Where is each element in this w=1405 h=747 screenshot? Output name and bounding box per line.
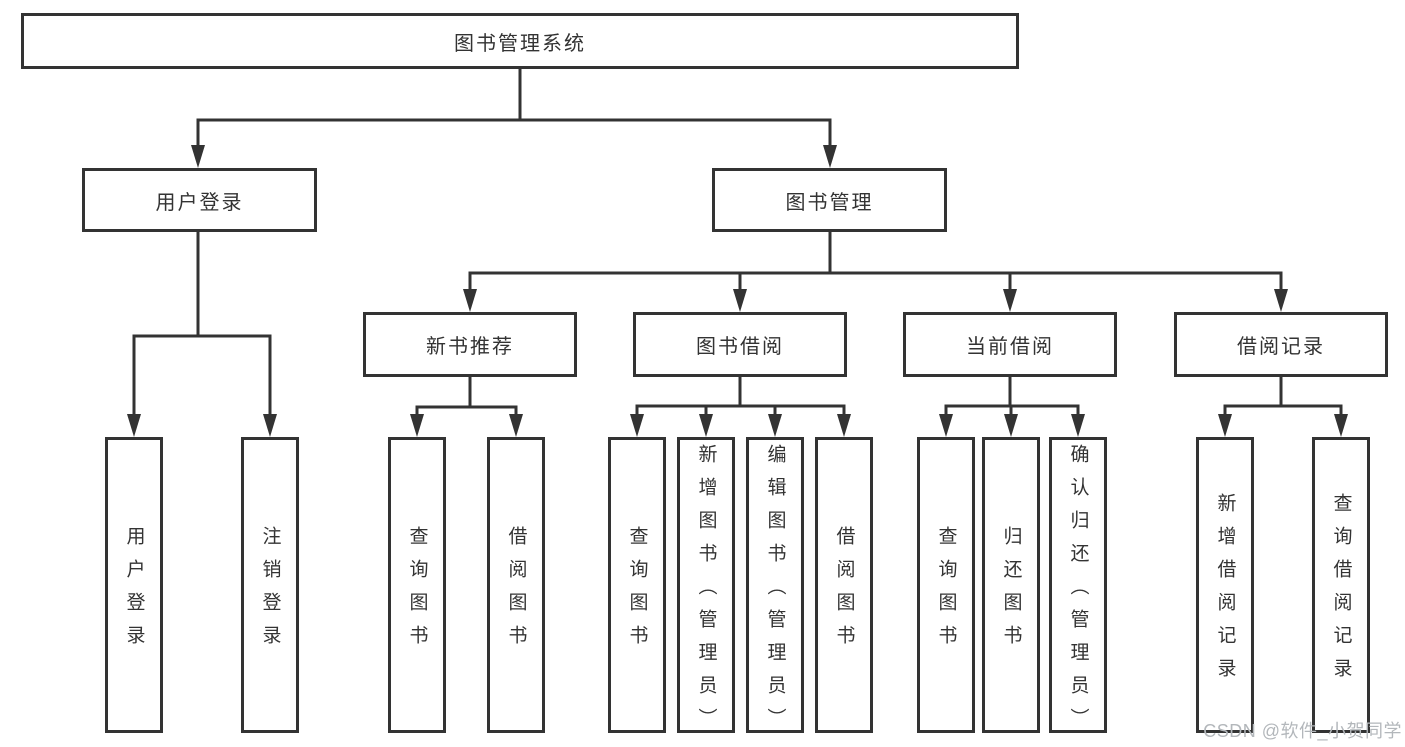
node-leaf-user-login: 用户登录 bbox=[105, 437, 163, 733]
node-label: 新增图书（管理员） bbox=[695, 443, 717, 741]
node-user-login-group: 用户登录 bbox=[82, 168, 317, 232]
node-label: 图书借阅 bbox=[696, 336, 784, 358]
node-label: 新书推荐 bbox=[426, 336, 514, 358]
node-leaf-edit-books-admin: 编辑图书（管理员） bbox=[746, 437, 804, 741]
node-book-borrowing: 图书借阅 bbox=[633, 312, 847, 377]
node-label: 新增借阅记录 bbox=[1214, 493, 1236, 691]
node-label: 查询借阅记录 bbox=[1330, 493, 1352, 691]
node-leaf-borrow-books-borrowing: 借阅图书 bbox=[815, 437, 873, 733]
node-leaf-query-books-recommend: 查询图书 bbox=[388, 437, 446, 733]
node-label: 查询图书 bbox=[406, 526, 428, 658]
node-label: 编辑图书（管理员） bbox=[764, 443, 786, 741]
node-label: 用户登录 bbox=[155, 191, 244, 214]
node-label: 借阅图书 bbox=[505, 526, 527, 658]
node-label: 查询图书 bbox=[935, 526, 957, 658]
node-label: 当前借阅 bbox=[966, 336, 1054, 358]
node-book-management: 图书管理 bbox=[712, 168, 947, 232]
node-leaf-return-books: 归还图书 bbox=[982, 437, 1040, 733]
node-leaf-confirm-return-admin: 确认归还（管理员） bbox=[1049, 437, 1107, 741]
node-new-book-recommend: 新书推荐 bbox=[363, 312, 577, 377]
node-leaf-query-borrow-record: 查询借阅记录 bbox=[1312, 437, 1370, 733]
node-label: 归还图书 bbox=[1000, 526, 1022, 658]
arrowheads bbox=[127, 145, 1348, 437]
node-leaf-logout: 注销登录 bbox=[241, 437, 299, 733]
node-label: 借阅图书 bbox=[833, 526, 855, 658]
node-borrowing-records: 借阅记录 bbox=[1174, 312, 1388, 377]
node-label: 注销登录 bbox=[259, 526, 281, 658]
node-label: 确认归还（管理员） bbox=[1067, 443, 1089, 741]
node-leaf-add-borrow-record: 新增借阅记录 bbox=[1196, 437, 1254, 733]
node-label: 图书管理 bbox=[785, 191, 874, 214]
node-label: 用户登录 bbox=[123, 526, 145, 658]
node-label: 借阅记录 bbox=[1237, 336, 1325, 358]
node-label: 查询图书 bbox=[626, 526, 648, 658]
node-current-borrowing: 当前借阅 bbox=[903, 312, 1117, 377]
node-label: 图书管理系统 bbox=[454, 32, 586, 55]
node-leaf-add-books-admin: 新增图书（管理员） bbox=[677, 437, 735, 741]
csdn-watermark: CSDN @软件_小贺同学 bbox=[1203, 721, 1402, 741]
node-library-management-system: 图书管理系统 bbox=[21, 13, 1019, 69]
node-leaf-borrow-books-recommend: 借阅图书 bbox=[487, 437, 545, 733]
node-leaf-query-books-current: 查询图书 bbox=[917, 437, 975, 733]
node-leaf-query-books-borrowing: 查询图书 bbox=[608, 437, 666, 733]
